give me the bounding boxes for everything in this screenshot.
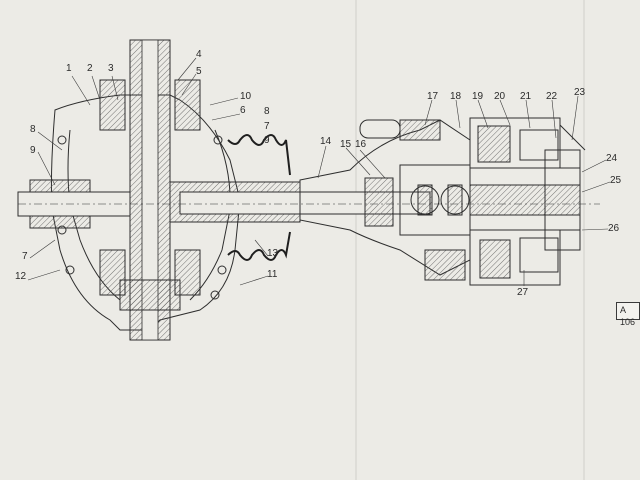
part-label-27: 27 — [517, 287, 529, 298]
part-label-19: 19 — [472, 91, 484, 102]
part-label-7: 7 — [264, 121, 270, 132]
part-label-3: 3 — [108, 63, 114, 74]
page-fold-right — [583, 0, 585, 480]
part-label-5: 5 — [196, 66, 202, 77]
part-label-18: 18 — [450, 91, 462, 102]
part-label-22: 22 — [546, 91, 558, 102]
part-label-8: 8 — [264, 106, 270, 117]
part-label-14: 14 — [320, 136, 332, 147]
part-label-6: 6 — [240, 105, 246, 116]
part-label-11: 11 — [267, 269, 278, 280]
part-label-23: 23 — [574, 87, 586, 98]
part-label-21: 21 — [520, 91, 532, 102]
part-label-15: 15 — [340, 139, 352, 150]
rubber-boot-bellows — [227, 134, 291, 261]
part-label-25: 25 — [610, 175, 622, 186]
part-label-24: 24 — [606, 153, 618, 164]
page-fold — [355, 0, 357, 480]
part-label-12: 12 — [15, 271, 27, 282]
leader-lines — [27, 57, 611, 286]
part-label-9: 9 — [264, 135, 270, 146]
part-label-8-left: 8 — [30, 124, 36, 135]
part-label-10: 10 — [240, 91, 252, 102]
drawing-reference-code: A 106 — [616, 302, 640, 327]
right-brake-hub — [469, 117, 586, 286]
part-label-7-left: 7 — [22, 251, 28, 262]
vertical-kingpin-shaft — [99, 39, 201, 341]
horizontal-drive-shaft — [17, 179, 600, 229]
part-label-26: 26 — [608, 223, 620, 234]
part-label-2: 2 — [87, 63, 93, 74]
part-label-1: 1 — [66, 63, 72, 74]
part-label-4: 4 — [196, 49, 202, 60]
part-label-16: 16 — [355, 139, 367, 150]
part-label-20: 20 — [494, 91, 506, 102]
part-label-17: 17 — [427, 91, 439, 102]
cv-joint — [299, 119, 471, 281]
part-label-9-left: 9 — [30, 145, 36, 156]
part-label-13: 13 — [267, 248, 279, 259]
